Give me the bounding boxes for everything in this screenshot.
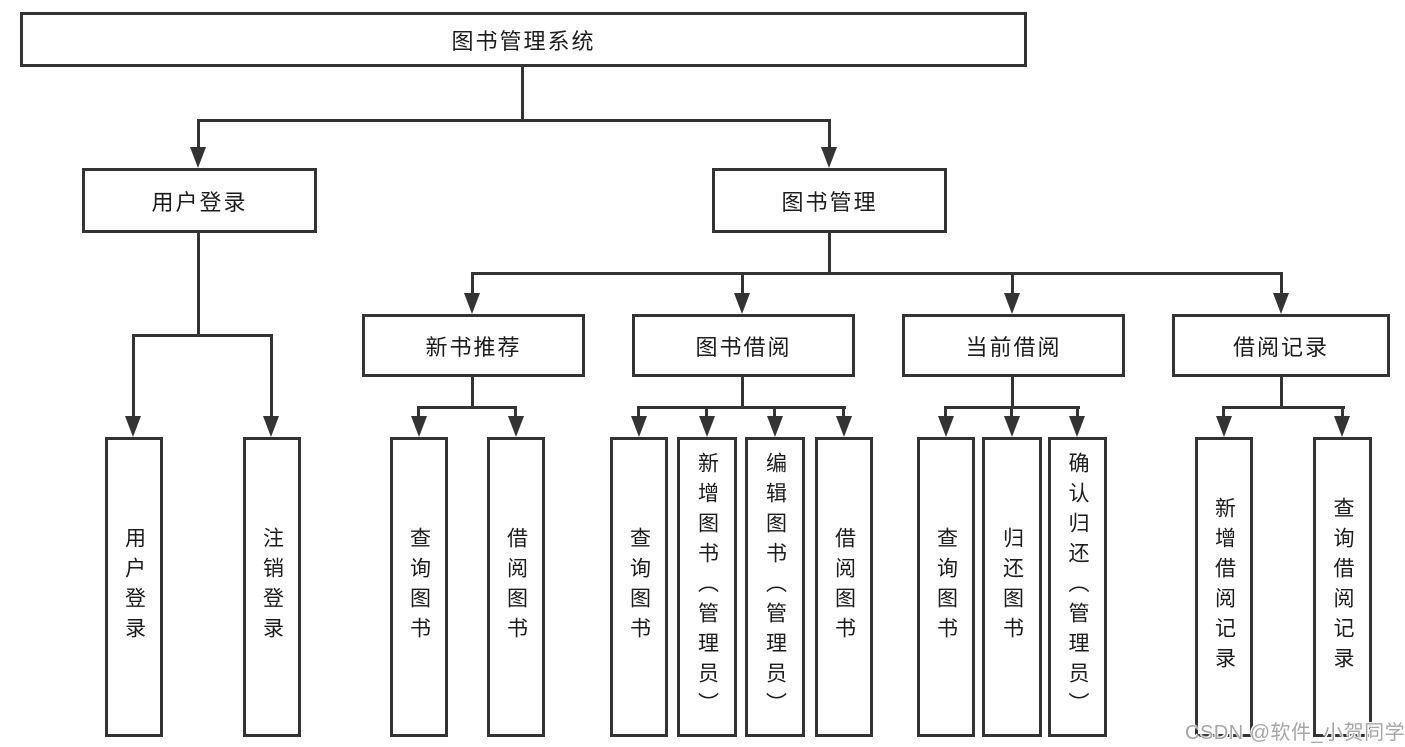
connector-line <box>471 272 474 294</box>
connector-line <box>741 272 744 294</box>
leaf-label: 借阅图书 <box>832 527 856 647</box>
arrow-down-icon <box>631 416 647 437</box>
leaf-label: 查询借阅记录 <box>1331 497 1354 677</box>
node-user-login: 用户登录 <box>82 168 317 233</box>
leaf-user-login: 用户登录 <box>105 437 163 737</box>
connector-line <box>1010 406 1013 418</box>
connector-line <box>637 406 846 409</box>
arrow-down-icon <box>734 293 750 314</box>
leaf-return-books: 归还图书 <box>982 437 1042 737</box>
connector-line <box>1011 272 1014 294</box>
arrow-down-icon <box>1216 416 1232 437</box>
connector-line <box>471 377 474 409</box>
connector-line <box>417 406 420 418</box>
arrow-down-icon <box>263 416 279 437</box>
node-root: 图书管理系统 <box>20 12 1027 67</box>
leaf-label: 确认归还（管理员） <box>1066 452 1089 722</box>
connector-line <box>514 406 517 418</box>
arrow-down-icon <box>190 147 206 168</box>
arrow-down-icon <box>464 293 480 314</box>
connector-line <box>197 119 200 149</box>
arrow-down-icon <box>1004 416 1020 437</box>
leaf-query-books: 查询图书 <box>917 437 975 737</box>
leaf-add-borrow-record: 新增借阅记录 <box>1195 437 1253 737</box>
arrow-down-icon <box>767 416 783 437</box>
connector-line <box>1280 377 1283 409</box>
arrow-down-icon <box>938 416 954 437</box>
connector-line <box>1280 272 1283 294</box>
connector-line <box>944 406 947 418</box>
leaf-borrow-books: 借阅图书 <box>815 437 873 737</box>
connector-line <box>637 406 640 418</box>
leaf-logout: 注销登录 <box>243 437 301 737</box>
connector-line <box>270 334 273 418</box>
connector-line <box>705 406 708 418</box>
connector-line <box>1222 406 1225 418</box>
arrow-down-icon <box>1273 293 1289 314</box>
leaf-label: 查询图书 <box>934 527 958 647</box>
leaf-query-books: 查询图书 <box>390 437 448 737</box>
leaf-edit-book-admin: 编辑图书（管理员） <box>745 437 805 737</box>
connector-line <box>417 406 517 409</box>
leaf-query-books: 查询图书 <box>610 437 668 737</box>
arrow-down-icon <box>821 147 837 168</box>
leaf-label: 注销登录 <box>260 527 284 647</box>
leaf-add-book-admin: 新增图书（管理员） <box>677 437 737 737</box>
leaf-label: 查询图书 <box>407 527 431 647</box>
connector-line <box>828 233 831 274</box>
connector-line <box>471 272 1283 275</box>
connector-line <box>521 67 524 122</box>
leaf-label: 借阅图书 <box>504 527 528 647</box>
leaf-label: 查询图书 <box>627 527 651 647</box>
arrow-down-icon <box>125 416 141 437</box>
connector-line <box>828 119 831 149</box>
connector-line <box>197 119 831 122</box>
leaf-confirm-return-admin: 确认归还（管理员） <box>1048 437 1107 737</box>
connector-line <box>132 334 273 337</box>
connector-line <box>1222 406 1345 409</box>
arrow-down-icon <box>836 416 852 437</box>
connector-line <box>1341 406 1344 418</box>
connector-line <box>197 233 200 337</box>
connector-line <box>1076 406 1079 418</box>
leaf-borrow-books: 借阅图书 <box>487 437 545 737</box>
arrow-down-icon <box>1069 416 1085 437</box>
leaf-label: 归还图书 <box>1000 527 1024 647</box>
leaf-label: 用户登录 <box>122 527 146 647</box>
connector-line <box>132 334 135 418</box>
watermark-text: CSDN @软件_小贺同学 <box>1185 722 1405 744</box>
arrow-down-icon <box>1004 293 1020 314</box>
connector-line <box>1011 377 1014 409</box>
connector-line <box>842 406 845 418</box>
leaf-label: 编辑图书（管理员） <box>763 452 787 722</box>
arrow-down-icon <box>411 416 427 437</box>
arrow-down-icon <box>1334 416 1350 437</box>
node-new-book-recommend: 新书推荐 <box>362 314 585 377</box>
node-book-management: 图书管理 <box>712 168 947 233</box>
leaf-label: 新增图书（管理员） <box>695 452 719 722</box>
arrow-down-icon <box>508 416 524 437</box>
leaf-query-borrow-record: 查询借阅记录 <box>1313 437 1372 737</box>
leaf-label: 新增借阅记录 <box>1212 497 1236 677</box>
node-borrowing-records: 借阅记录 <box>1172 314 1390 377</box>
arrow-down-icon <box>699 416 715 437</box>
connector-line <box>773 406 776 418</box>
node-book-borrowing: 图书借阅 <box>632 314 855 377</box>
node-current-borrowing: 当前借阅 <box>902 314 1125 377</box>
connector-line <box>741 377 744 409</box>
